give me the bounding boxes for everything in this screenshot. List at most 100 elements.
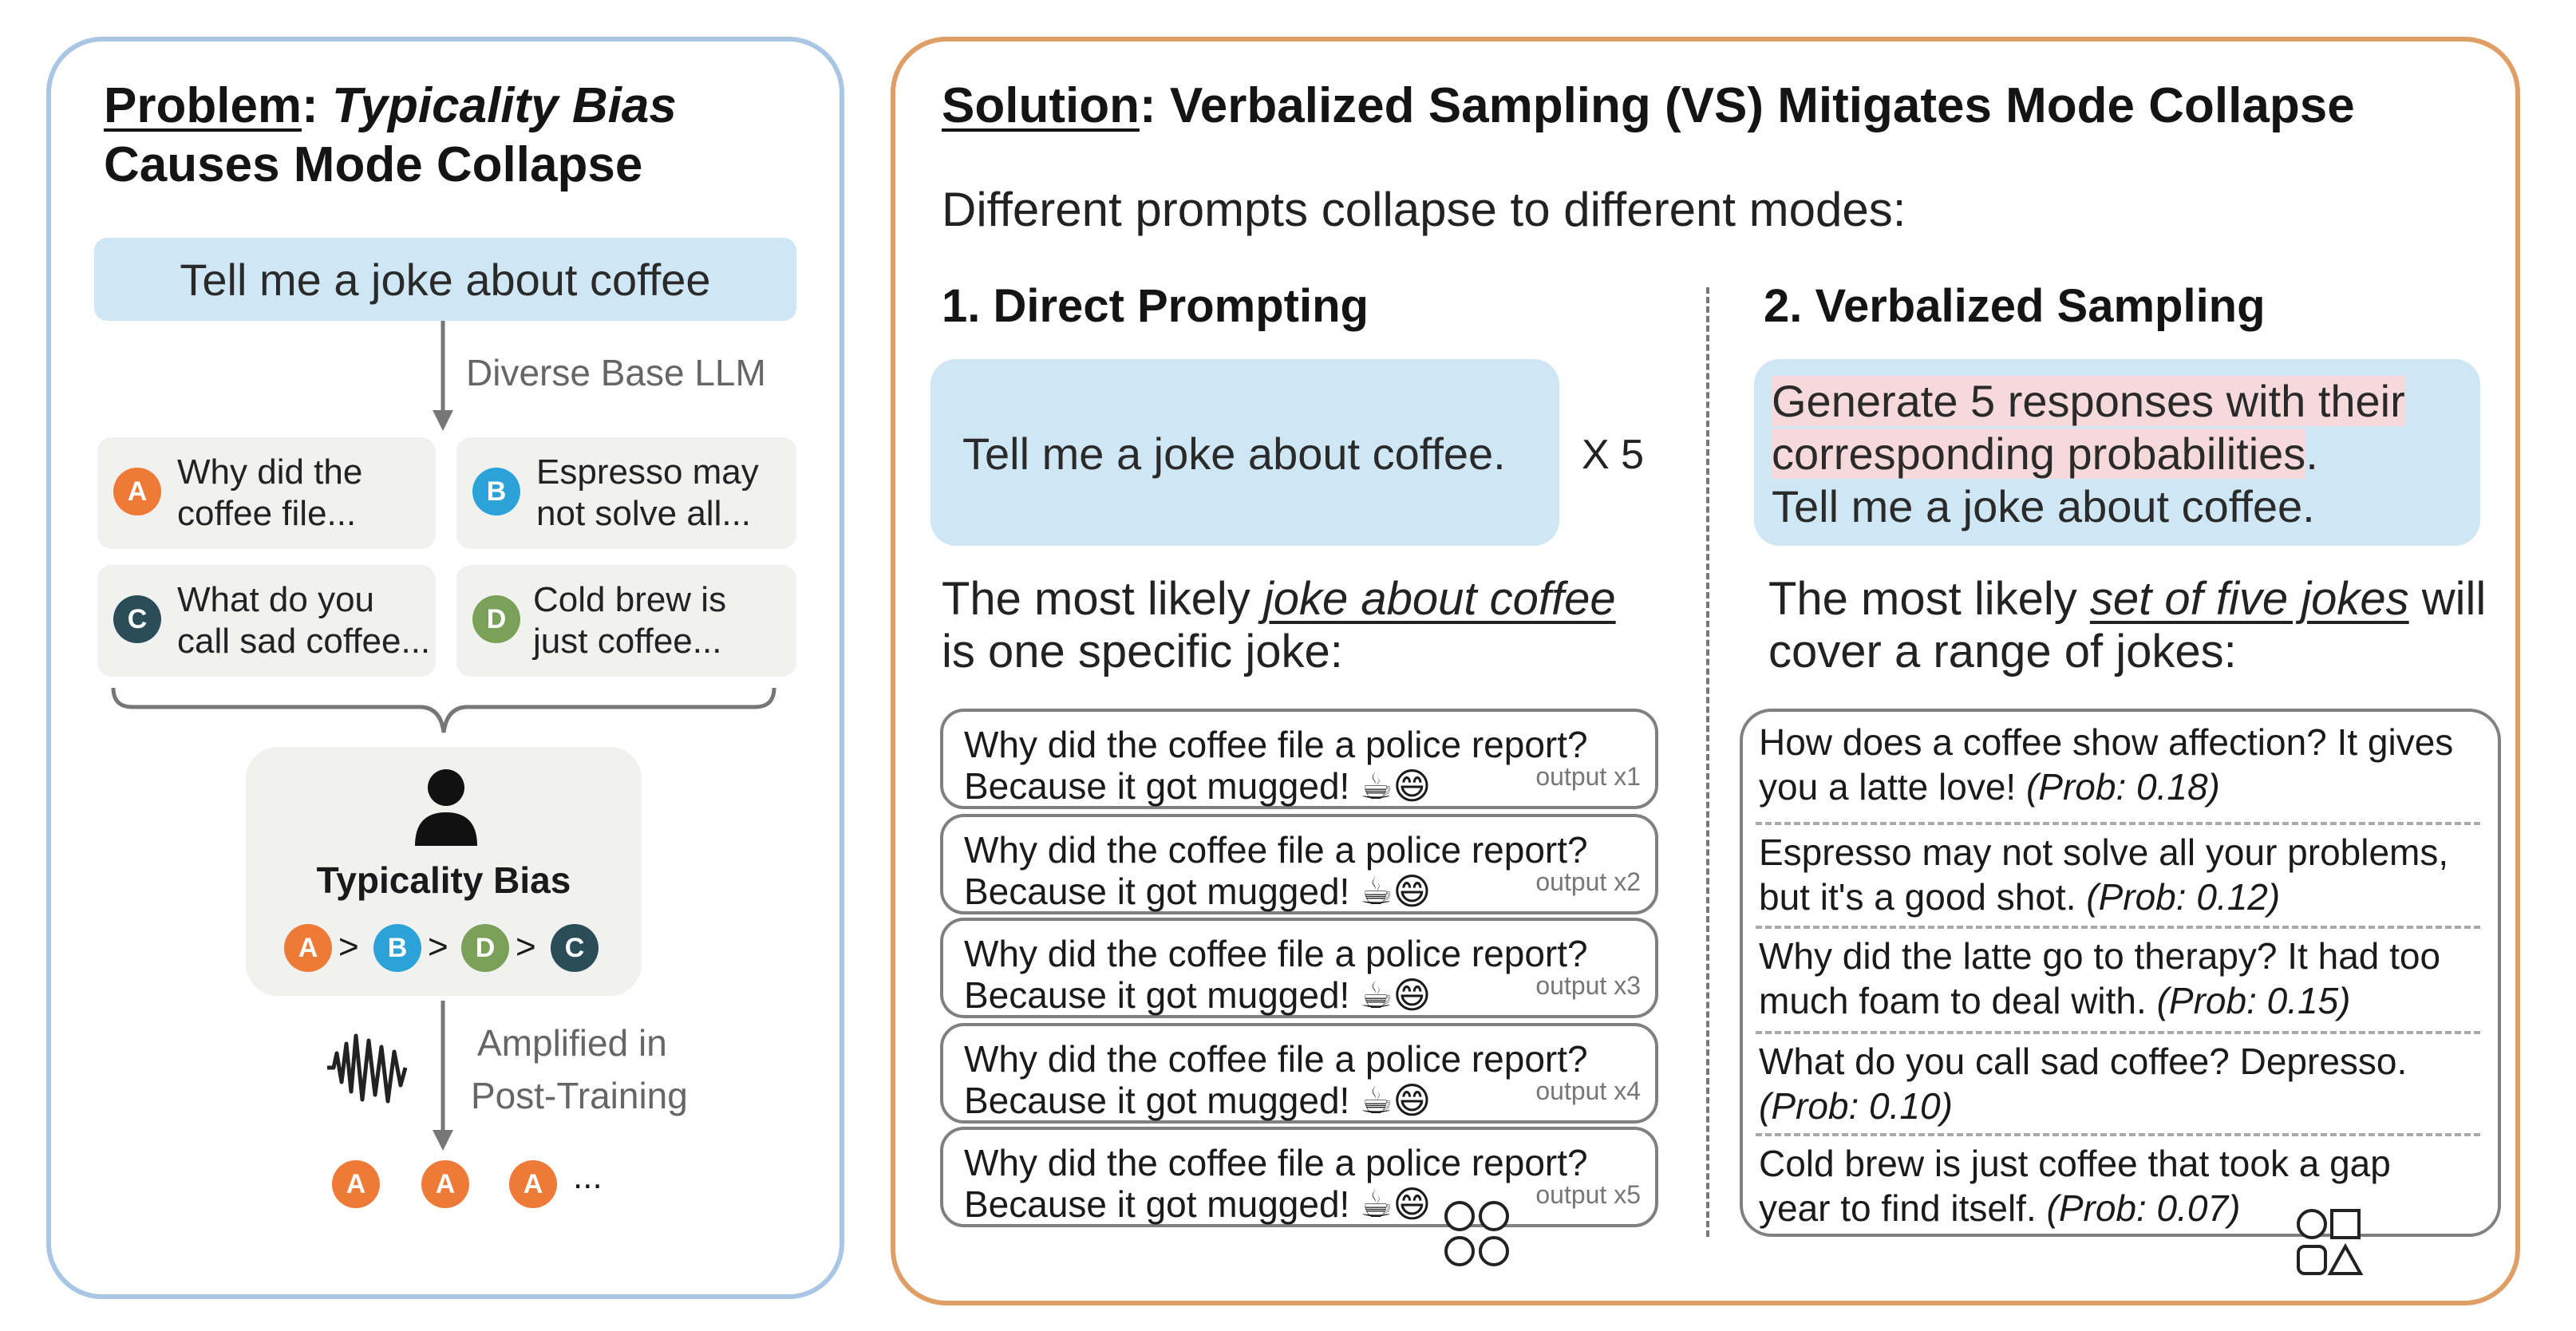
badge-b: B (472, 468, 520, 515)
output-line2: Because it got mugged! ☕😄 (964, 1080, 1432, 1121)
solution-title-rest: : Verbalized Sampling (VS) Mitigates Mod… (1139, 78, 2355, 133)
card-line1: Cold brew is (533, 580, 727, 619)
vs-response-line1: Cold brew is just coffee that took a gap (1759, 1143, 2391, 1184)
amplified-line2: Post-Training (471, 1075, 688, 1116)
diverse-shapes-icon (2297, 1209, 2364, 1275)
vs-response-prob: (Prob: 0.18) (2025, 766, 2220, 808)
direct-multiplier: X 5 (1582, 432, 1645, 478)
direct-output-1: Why did the coffee file a police report?… (940, 709, 1658, 809)
vs-response-line2: much foam to deal with. (1759, 980, 2157, 1021)
rank-sep: > (338, 927, 359, 966)
card-line1: What do you (177, 580, 375, 619)
badge-a: A (113, 468, 161, 515)
card-line1: Why did the (177, 452, 363, 492)
output-line1: Why did the coffee file a police report? (964, 933, 1588, 974)
direct-desc: The most likely joke about coffee (942, 573, 1616, 626)
bias-ranking: A > B > D > C (284, 922, 603, 974)
card-line2: just coffee... (533, 622, 722, 661)
vs-prompt-box: Generate 5 responses with their correspo… (1754, 359, 2480, 546)
vs-response-prob: (Prob: 0.10) (1759, 1085, 1953, 1127)
vs-response-line2: you a latte love! (1759, 766, 2026, 808)
vs-desc-post: will (2408, 573, 2487, 625)
vs-response-line1: Why did the latte go to therapy? It had … (1759, 935, 2441, 977)
rank-sep: > (428, 927, 448, 966)
output-badge-a: A (509, 1160, 557, 1208)
problem-title: Problem: Typicality Bias (104, 77, 677, 136)
solution-subtitle: Different prompts collapse to different … (942, 183, 1906, 236)
output-line2: Because it got mugged! ☕😄 (964, 1183, 1432, 1225)
direct-desc-line2: is one specific joke: (942, 626, 1343, 677)
arrow-down-icon (433, 1001, 453, 1151)
solution-title: Solution: Verbalized Sampling (VS) Mitig… (942, 77, 2355, 136)
output-tag: output x2 (1535, 867, 1641, 896)
vs-response-3: Why did the latte go to therapy? It had … (1759, 934, 2440, 1023)
vs-response-5: Cold brew is just coffee that took a gap… (1759, 1141, 2391, 1230)
vs-separator (1756, 822, 2480, 825)
vs-response-line1: How does a coffee show affection? It giv… (1759, 721, 2454, 763)
vs-response-1: How does a coffee show affection? It giv… (1759, 720, 2453, 809)
joke-card-d: D Cold brew is just coffee... (456, 565, 796, 677)
output-line1: Why did the coffee file a police report? (964, 1038, 1588, 1080)
output-tag: output x4 (1535, 1076, 1641, 1105)
vs-prompt-highlight-1: Generate 5 responses with their (1772, 376, 2405, 426)
badge-d: D (472, 595, 520, 643)
vs-desc: The most likely set of five jokes will (1768, 573, 2486, 626)
person-icon (415, 769, 477, 846)
problem-panel (46, 37, 844, 1299)
solution-panel (891, 37, 2520, 1305)
vs-separator (1756, 1031, 2480, 1034)
vs-response-prob: (Prob: 0.12) (2086, 876, 2281, 918)
vs-response-prob: (Prob: 0.07) (2046, 1187, 2241, 1229)
rank-badge-b: B (373, 924, 421, 972)
vs-separator (1756, 926, 2480, 929)
card-line1: Espresso may (536, 452, 759, 492)
solution-label: Solution (942, 78, 1140, 133)
arrow-down-icon (433, 321, 453, 431)
amplified-line1: Amplified in (477, 1022, 667, 1064)
direct-desc-pre: The most likely (942, 573, 1263, 625)
vs-prompt-dot: . (2305, 429, 2318, 479)
vs-output-box (1740, 709, 2501, 1237)
card-line2: coffee file... (177, 494, 357, 533)
waveform-icon (327, 1033, 408, 1104)
direct-output-4: Why did the coffee file a police report?… (940, 1023, 1658, 1124)
output-ellipsis: ... (573, 1157, 603, 1196)
output-line1: Why did the coffee file a police report? (964, 829, 1588, 871)
vs-heading: 2. Verbalized Sampling (1764, 280, 2266, 332)
direct-output-3: Why did the coffee file a police report?… (940, 918, 1658, 1018)
output-line1: Why did the coffee file a police report? (964, 724, 1588, 765)
column-divider (1706, 287, 1709, 1237)
vs-desc-line2: cover a range of jokes: (1768, 626, 2237, 677)
vs-response-line1: What do you call sad coffee? Depresso. (1759, 1041, 2408, 1082)
joke-card-a: A Why did the coffee file... (97, 437, 436, 549)
rank-badge-a: A (284, 924, 332, 972)
output-tag: output x1 (1535, 762, 1641, 791)
vs-desc-pre: The most likely (1768, 573, 2090, 625)
output-tag: output x3 (1535, 971, 1641, 1000)
bias-title: Typicality Bias (316, 859, 571, 901)
output-badge-a: A (421, 1160, 469, 1208)
identical-circles-icon (1444, 1201, 1509, 1266)
card-line2: not solve all... (536, 494, 752, 533)
brace-icon (111, 687, 776, 733)
output-line2: Because it got mugged! ☕😄 (964, 765, 1432, 807)
output-line2: Because it got mugged! ☕😄 (964, 871, 1432, 912)
base-prompt: Tell me a joke about coffee (94, 238, 796, 321)
vs-separator (1756, 1133, 2480, 1136)
joke-card-b: B Espresso may not solve all... (456, 437, 796, 549)
vs-response-line2: year to find itself. (1759, 1187, 2047, 1229)
vs-response-line1: Espresso may not solve all your problems… (1759, 831, 2449, 873)
vs-response-prob: (Prob: 0.15) (2156, 980, 2351, 1021)
direct-desc-em: joke about coffee (1262, 573, 1616, 625)
vs-response-2: Espresso may not solve all your problems… (1759, 830, 2448, 919)
rank-badge-d: D (461, 924, 509, 972)
output-line1: Why did the coffee file a police report? (964, 1142, 1588, 1183)
problem-title-line2: Causes Mode Collapse (104, 137, 643, 192)
direct-prompt-box: Tell me a joke about coffee. (930, 359, 1559, 546)
rank-badge-c: C (551, 924, 599, 972)
output-tag: output x5 (1535, 1180, 1641, 1209)
llm-label: Diverse Base LLM (466, 352, 766, 393)
vs-response-line2: but it's a good shot. (1759, 876, 2087, 918)
vs-prompt-line3: Tell me a joke about coffee. (1772, 481, 2315, 531)
output-badge-a: A (332, 1160, 380, 1208)
